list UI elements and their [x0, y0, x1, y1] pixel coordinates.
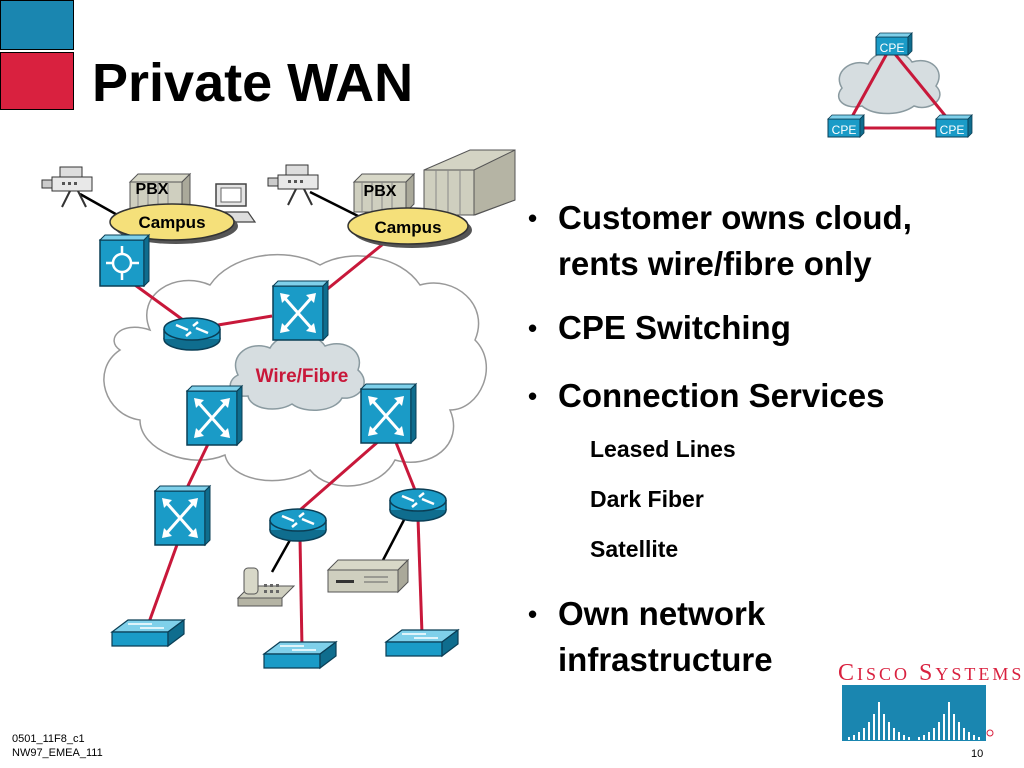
sub-item-leased-lines: Leased Lines [590, 436, 736, 462]
cpe-link-top-right [888, 47, 954, 125]
logo-bar [958, 722, 960, 740]
switch-top-icon [271, 279, 330, 342]
cisco-logo-graphic [842, 685, 994, 741]
logo-bar [948, 702, 950, 740]
pbx-1-label: PBX [136, 181, 169, 198]
page-number: 10 [971, 748, 984, 760]
router-top-icon [162, 316, 222, 352]
link-router-top-switch-top [217, 314, 273, 327]
logo-bar [853, 735, 855, 740]
campus-2-ellipse: Campus [347, 207, 472, 248]
slide-title: Private WAN [92, 53, 414, 113]
logo-bar [863, 728, 865, 740]
atm-switch-icon [98, 233, 151, 288]
logo-bar [978, 737, 980, 740]
bullet-dot-icon: • [528, 313, 538, 343]
title-accent-red-block [0, 52, 74, 110]
switch-left-icon [185, 384, 244, 447]
link-switch-right-router-mid [299, 438, 381, 512]
logo-bar [878, 702, 880, 740]
link-router-right-hub-right [416, 517, 424, 635]
fax-modem-icon [326, 558, 410, 594]
cisco-logo-background [842, 685, 986, 741]
hub-left-icon [111, 619, 185, 647]
cisco-systems-wordmark: CISCO SYSTEMS [838, 660, 1024, 686]
hub-middle-icon [263, 641, 337, 669]
wire-fibre-cloud [229, 333, 365, 411]
bullet-line: Customer owns cloud, [558, 199, 912, 236]
link-router-right-fax [380, 517, 407, 563]
bullet-line: CPE Switching [558, 309, 791, 346]
title-accent-blue-block [0, 0, 74, 50]
router-mid-icon [268, 507, 328, 543]
campus-1-ellipse: Campus [109, 203, 238, 244]
logo-bar [908, 737, 910, 740]
logo-bar [968, 732, 970, 740]
cpe-inset-cloud [837, 51, 941, 115]
footer-code-1: 0501_11F8_c1 [12, 733, 85, 745]
logo-bar [883, 714, 885, 740]
campus-1-label: Campus [138, 213, 205, 232]
switch-lower-icon [153, 484, 212, 547]
cpe-link-top-left [846, 47, 892, 125]
logo-bar [918, 737, 920, 740]
hub-right-icon [385, 629, 459, 657]
link-switch-right-router-right [393, 439, 417, 491]
pbx-2-label: PBX [364, 183, 397, 200]
logo-bar [873, 714, 875, 740]
cpe-label-left: CPE [832, 123, 857, 137]
logo-bar [938, 722, 940, 740]
link-camera2-campus2 [309, 190, 363, 220]
link-router-mid-hub-mid [298, 537, 304, 649]
logo-bar [923, 735, 925, 740]
logo-bar [898, 732, 900, 740]
logo-bar [973, 735, 975, 740]
video-camera-icon [41, 166, 93, 208]
mainframe-icon [423, 149, 516, 216]
cpe-inset-diagram: CPE CPE CPE [827, 32, 973, 138]
link-switch-left-lowswitch [183, 439, 212, 493]
cloud-label: Wire/Fibre [256, 366, 349, 387]
bullet-line: rents wire/fibre only [558, 245, 872, 282]
logo-bar [928, 732, 930, 740]
router-right-icon [388, 487, 448, 523]
logo-bar [933, 728, 935, 740]
link-router-mid-phone [270, 539, 292, 573]
sub-item-satellite: Satellite [590, 536, 679, 562]
video-camera-2-icon [267, 164, 319, 206]
cpe-label-right: CPE [940, 123, 965, 137]
logo-bar [963, 728, 965, 740]
campus-2-label: Campus [374, 218, 441, 237]
telephone-icon [236, 567, 296, 607]
sub-item-dark-fiber: Dark Fiber [590, 486, 704, 512]
logo-bar [858, 732, 860, 740]
logo-bar [848, 737, 850, 740]
link-switch-top-campus2 [319, 238, 389, 297]
logo-bar [868, 722, 870, 740]
logo-bar [893, 728, 895, 740]
switch-right-icon [359, 382, 418, 445]
bullet-line: Connection Services [558, 377, 885, 414]
logo-bar [888, 722, 890, 740]
bullet-dot-icon: • [528, 203, 538, 233]
logo-bar [953, 714, 955, 740]
link-lowswitch-hub-left [146, 541, 180, 626]
logo-bar [943, 714, 945, 740]
logo-bar [903, 735, 905, 740]
bullet-dot-icon: • [528, 381, 538, 411]
footer-code-2: NW97_EMEA_111 [12, 747, 103, 759]
bullet-line: Own network [558, 595, 766, 632]
cpe-label-top: CPE [880, 41, 905, 55]
bullet-dot-icon: • [528, 599, 538, 629]
bullet-line: infrastructure [558, 641, 773, 678]
